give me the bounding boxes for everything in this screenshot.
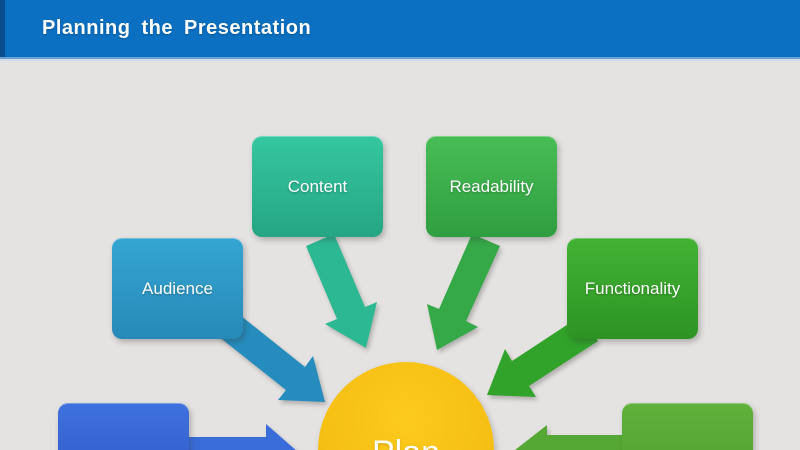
hub-plan-label: Plan xyxy=(372,434,440,450)
node-functionality-label: Functionality xyxy=(584,278,681,298)
node-audience-label: Audience xyxy=(142,278,213,298)
node-bottom-right xyxy=(622,403,753,450)
node-bottom-left xyxy=(58,403,189,450)
header-accent-bar xyxy=(0,0,5,57)
node-audience: Audience xyxy=(112,238,243,339)
arrow-bottom-right-to-plan xyxy=(515,425,625,450)
arrow-bottom-left-to-plan xyxy=(185,424,296,450)
node-functionality: Functionality xyxy=(567,238,698,339)
arrow-content-to-plan xyxy=(306,234,377,348)
slide-header: Planning the Presentation xyxy=(0,0,800,57)
arrow-readability-to-plan xyxy=(427,234,500,350)
node-readability-label: Readability xyxy=(449,176,534,196)
slide-title: Planning the Presentation xyxy=(42,17,312,39)
node-content: Content xyxy=(252,136,383,237)
node-readability: Readability xyxy=(426,136,557,237)
node-content-label: Content xyxy=(287,176,348,196)
